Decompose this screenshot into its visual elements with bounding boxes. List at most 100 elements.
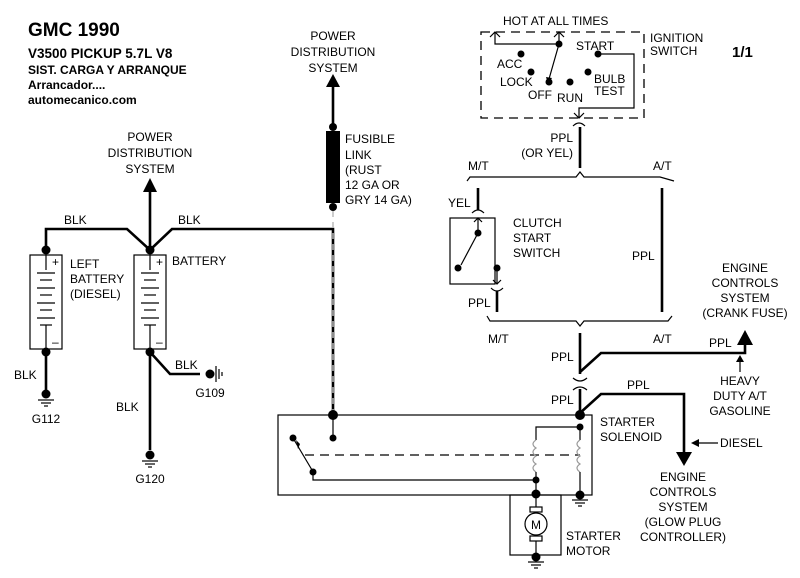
ground-g109-icon xyxy=(205,366,223,382)
option-bracket-top xyxy=(466,171,675,182)
pds-left-line3: SYSTEM xyxy=(125,162,174,176)
ign-run-label: RUN xyxy=(557,91,583,105)
at-bottom-label: A/T xyxy=(653,332,672,346)
connector-icon xyxy=(572,377,588,382)
pds-left-line2: DISTRIBUTION xyxy=(108,146,193,160)
starter-solenoid-label-1: STARTER xyxy=(600,415,655,429)
starter-solenoid: STARTER SOLENOID xyxy=(277,410,662,507)
motor-symbol: M xyxy=(531,518,541,532)
ppl-glow-label: PPL xyxy=(627,378,650,392)
arrow-up-icon xyxy=(737,330,753,345)
ecs-glow-label-4: (GLOW PLUG xyxy=(645,515,722,529)
left-battery: + – LEFT BATTERY (DIESEL) xyxy=(29,245,124,357)
clutch-start-switch: YEL PPL CLUTCH START SWITCH xyxy=(448,188,562,312)
ecs-glow-label-3: SYSTEM xyxy=(658,500,707,514)
ign-wire-label-2: (OR YEL) xyxy=(521,146,573,160)
subsystem-name: Arrancador.... xyxy=(28,78,106,92)
ignition-switch-label-1: IGNITION xyxy=(650,31,703,45)
pds-center-line3: SYSTEM xyxy=(308,61,357,75)
battery-plus: + xyxy=(156,255,163,269)
arrow-left-icon xyxy=(691,439,699,447)
connector-icon xyxy=(572,122,586,127)
left-battery-label-3: (DIESEL) xyxy=(70,287,121,301)
heavy-duty-label-1: HEAVY xyxy=(720,374,760,388)
starter-motor-label-1: STARTER xyxy=(566,529,621,543)
fusible-link-label-1: FUSIBLE xyxy=(345,132,395,146)
ignition-switch: HOT AT ALL TIMES ACC LOCK OFF RUN START … xyxy=(480,14,703,119)
blk-g112-label: BLK xyxy=(14,368,37,382)
diesel-label: DIESEL xyxy=(720,436,763,450)
heavy-duty-label-2: DUTY A/T xyxy=(713,389,767,403)
pds-center-line2: DISTRIBUTION xyxy=(291,45,376,59)
vehicle-model: V3500 PICKUP 5.7L V8 xyxy=(28,46,173,61)
crank-fuse-wire xyxy=(579,344,747,373)
starter-solenoid-label-2: SOLENOID xyxy=(600,430,662,444)
mt-top-label: M/T xyxy=(468,159,489,173)
power-distribution-left: POWER DISTRIBUTION SYSTEM xyxy=(108,130,193,250)
website: automecanico.com xyxy=(28,93,137,107)
g120-label: G120 xyxy=(135,472,165,486)
fusible-link-label-3: (RUST xyxy=(345,163,382,177)
g109-label: G109 xyxy=(195,386,225,400)
ecs-crank-label-1: ENGINE xyxy=(722,261,768,275)
arrow-up-icon xyxy=(326,74,340,87)
glow-plug-wire xyxy=(579,392,686,452)
power-distribution-center: POWER DISTRIBUTION SYSTEM xyxy=(291,29,376,127)
ignition-switch-label-2: SWITCH xyxy=(650,44,697,58)
diagram-title: GMC 1990 xyxy=(28,20,120,41)
pds-center-line1: POWER xyxy=(310,29,356,43)
arrow-up-icon xyxy=(736,355,744,362)
battery-minus: – xyxy=(156,335,163,349)
g112-label: G112 xyxy=(32,412,61,426)
ecs-glow-label-2: CONTROLS xyxy=(650,485,717,499)
ground-g120-icon xyxy=(142,450,158,468)
ign-bulb-label: BULB xyxy=(594,72,625,86)
clutch-switch-label-2: START xyxy=(513,231,552,245)
blk-right-top-label: BLK xyxy=(178,213,201,227)
ecs-crank-label-3: SYSTEM xyxy=(720,291,769,305)
ign-wire-label-1: PPL xyxy=(550,131,573,145)
ppl-lower-label: PPL xyxy=(551,393,574,407)
hot-at-all-times-label: HOT AT ALL TIMES xyxy=(503,14,608,28)
at-top-label: A/T xyxy=(653,159,672,173)
ign-lock-label: LOCK xyxy=(500,75,533,89)
ecs-glow-label-5: CONTROLLER) xyxy=(640,530,726,544)
at-wire-label: PPL xyxy=(632,249,655,263)
starter-motor: M STARTER MOTOR xyxy=(509,480,621,569)
fusible-link-label-5: GRY 14 GA) xyxy=(345,193,412,207)
ground-g112-icon xyxy=(38,389,54,407)
ign-start-label: START xyxy=(576,39,615,53)
left-battery-minus: – xyxy=(52,335,59,349)
blk-g120-label: BLK xyxy=(116,400,139,414)
left-battery-label-2: BATTERY xyxy=(70,272,124,286)
heavy-duty-label-3: GASOLINE xyxy=(709,404,770,418)
clutch-switch-label-1: CLUTCH xyxy=(513,216,562,230)
pds-left-line1: POWER xyxy=(127,130,173,144)
ign-off-label: OFF xyxy=(528,88,552,102)
ign-acc-label: ACC xyxy=(497,57,523,71)
ecs-crank-label-4: (CRANK FUSE) xyxy=(702,306,787,320)
page-number: 1/1 xyxy=(732,44,753,61)
ppl-crank-label: PPL xyxy=(709,336,732,350)
clutch-out-wire-label: PPL xyxy=(468,296,491,310)
fusible-link-label-4: 12 GA OR xyxy=(345,178,400,192)
blk-left-top-label: BLK xyxy=(64,213,87,227)
starter-motor-label-2: MOTOR xyxy=(566,544,611,558)
yel-label: YEL xyxy=(448,196,471,210)
left-battery-plus: + xyxy=(52,255,59,269)
option-bracket-bottom xyxy=(486,315,673,327)
mt-bottom-label: M/T xyxy=(488,332,509,346)
arrow-up-icon xyxy=(143,178,157,192)
ecs-glow-label-1: ENGINE xyxy=(660,470,706,484)
blk-g109-label: BLK xyxy=(175,358,198,372)
clutch-switch-label-3: SWITCH xyxy=(513,246,560,260)
system-name: SIST. CARGA Y ARRANQUE xyxy=(28,63,187,77)
battery-label: BATTERY xyxy=(172,254,226,268)
ecs-crank-label-2: CONTROLS xyxy=(712,276,779,290)
main-battery: + – BATTERY xyxy=(133,245,226,357)
fusible-link-label-2: LINK xyxy=(345,148,372,162)
arrow-down-icon xyxy=(676,452,692,466)
ppl-upper-label: PPL xyxy=(551,350,574,364)
left-battery-label-1: LEFT xyxy=(70,257,100,271)
